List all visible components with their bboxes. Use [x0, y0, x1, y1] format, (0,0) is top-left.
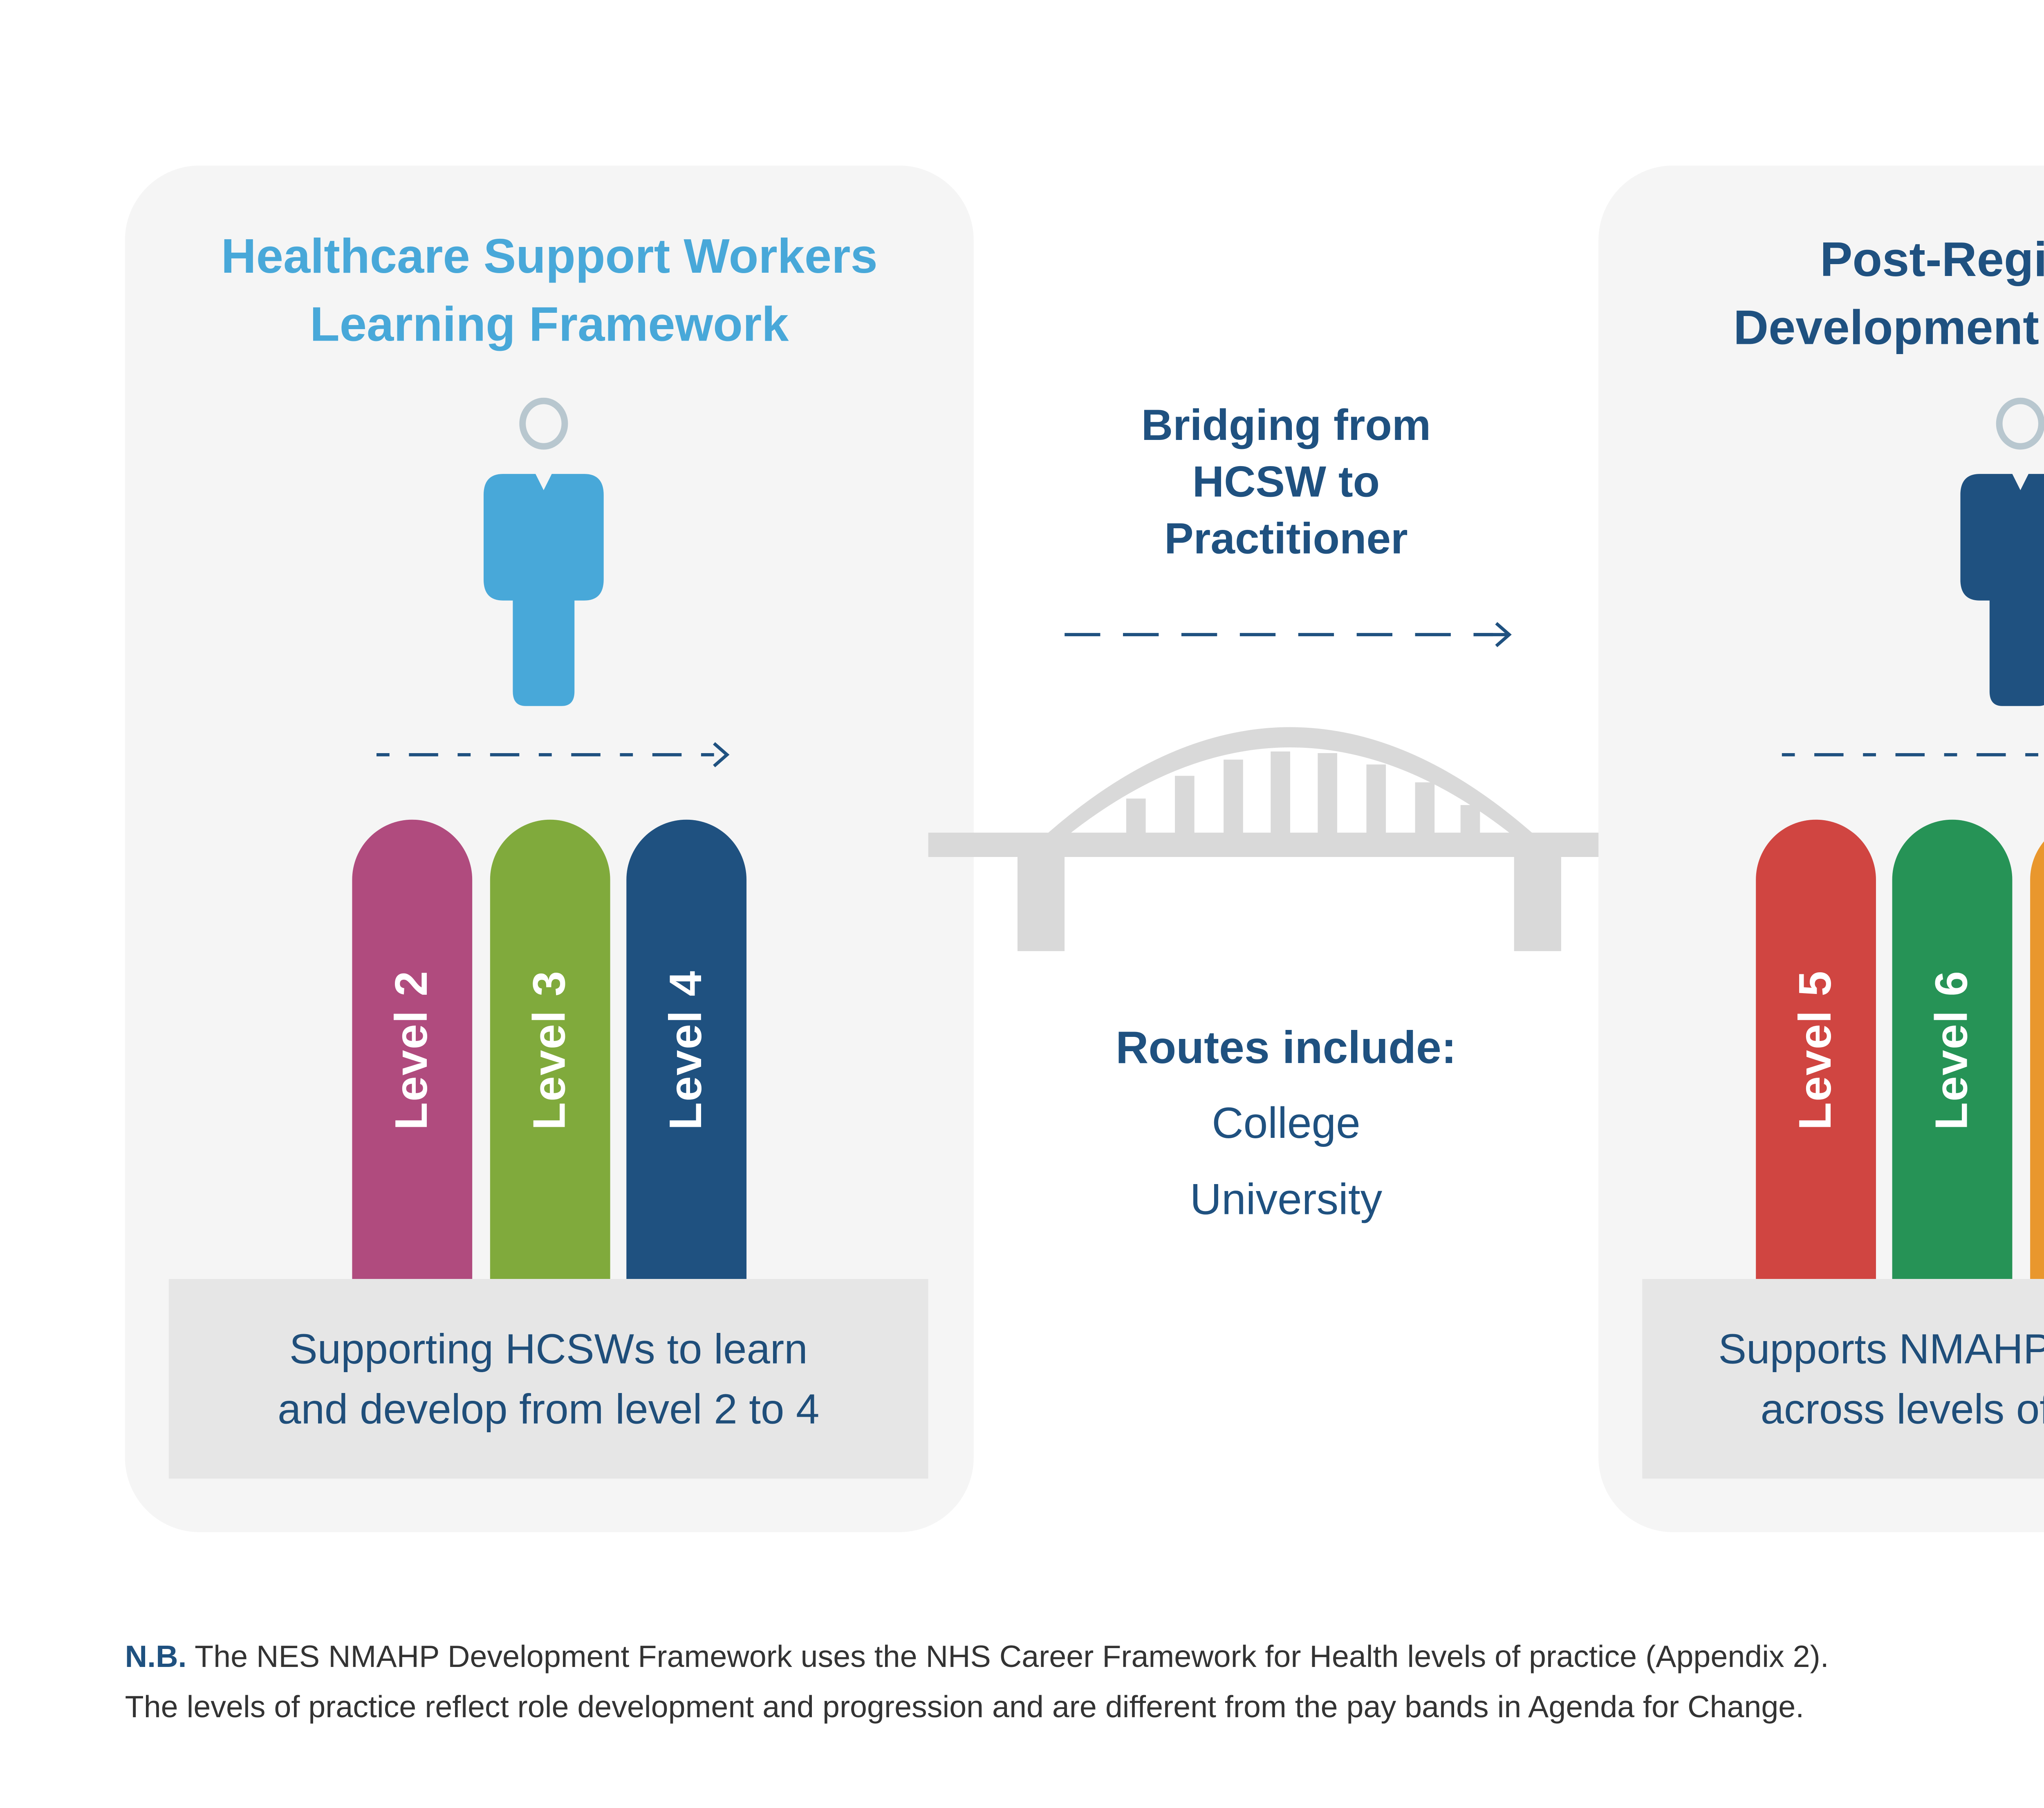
dashed-arrow-icon: [376, 740, 737, 769]
level-label: Level 5: [1790, 970, 1840, 1130]
post-registration-title: Post-Registration Development Framework: [1598, 227, 2044, 363]
route-item: University: [1190, 1175, 1383, 1224]
person-icon: [483, 397, 614, 706]
title-line: Development Framework: [1733, 302, 2044, 356]
level-bar: Level 3: [490, 819, 610, 1279]
title-line: Healthcare Support Workers: [221, 230, 878, 284]
dashed-arrow-icon: [1065, 620, 1516, 649]
level-label: Level 6: [1926, 970, 1977, 1130]
hcsw-framework-title: Healthcare Support Workers Learning Fram…: [125, 224, 974, 360]
bridging-line: Bridging from: [1141, 401, 1431, 450]
routes-heading: Routes include:: [1116, 1022, 1457, 1073]
description-line: and develop from level 2 to 4: [278, 1384, 820, 1433]
dashed-arrow-icon: [1782, 740, 2044, 769]
description-line: Supporting HCSWs to learn: [289, 1323, 808, 1373]
footnote-line-2: The levels of practice reflect role deve…: [125, 1691, 1804, 1725]
footnote-prefix: N.B.: [125, 1641, 187, 1675]
level-bar: Level 6: [1892, 819, 2013, 1279]
level-label: Level 3: [524, 970, 575, 1130]
hcsw-description-box: Supporting HCSWs to learn and develop fr…: [168, 1279, 928, 1479]
footnote-text: The NES NMAHP Development Framework uses…: [186, 1641, 1829, 1675]
level-bar: Level 5: [1756, 819, 1876, 1279]
bridging-line: HCSW to: [1192, 458, 1380, 507]
footnote: N.B. The NES NMAHP Development Framework…: [125, 1633, 1829, 1734]
level-label: Level 4: [660, 970, 711, 1130]
level-bar: Level 7: [2030, 819, 2044, 1279]
bridging-heading: Bridging from HCSW to Practitioner: [974, 398, 1598, 568]
post-registration-description-box: Supports NMAHPs development across level…: [1642, 1279, 2044, 1479]
routes-section: Routes include: College University: [974, 1009, 1598, 1238]
level-label: Level 2: [386, 970, 437, 1130]
footnote-line-1: N.B. The NES NMAHP Development Framework…: [125, 1633, 1829, 1683]
route-item: College: [1212, 1099, 1360, 1148]
post-registration-framework-panel: Post-Registration Development Framework …: [1598, 165, 2044, 1532]
level-bar: Level 4: [626, 819, 747, 1279]
description-line: across levels of practice 5-8: [1760, 1384, 2044, 1433]
title-line: Post-Registration: [1820, 233, 2044, 287]
bridging-line: Practitioner: [1164, 514, 1408, 563]
person-icon: [1960, 397, 2044, 706]
hcsw-framework-panel: Healthcare Support Workers Learning Fram…: [125, 165, 974, 1532]
level-bar: Level 2: [352, 819, 473, 1279]
description-line: Supports NMAHPs development: [1718, 1323, 2044, 1373]
bridge-icon: [928, 711, 1652, 954]
title-line: Learning Framework: [310, 298, 789, 352]
